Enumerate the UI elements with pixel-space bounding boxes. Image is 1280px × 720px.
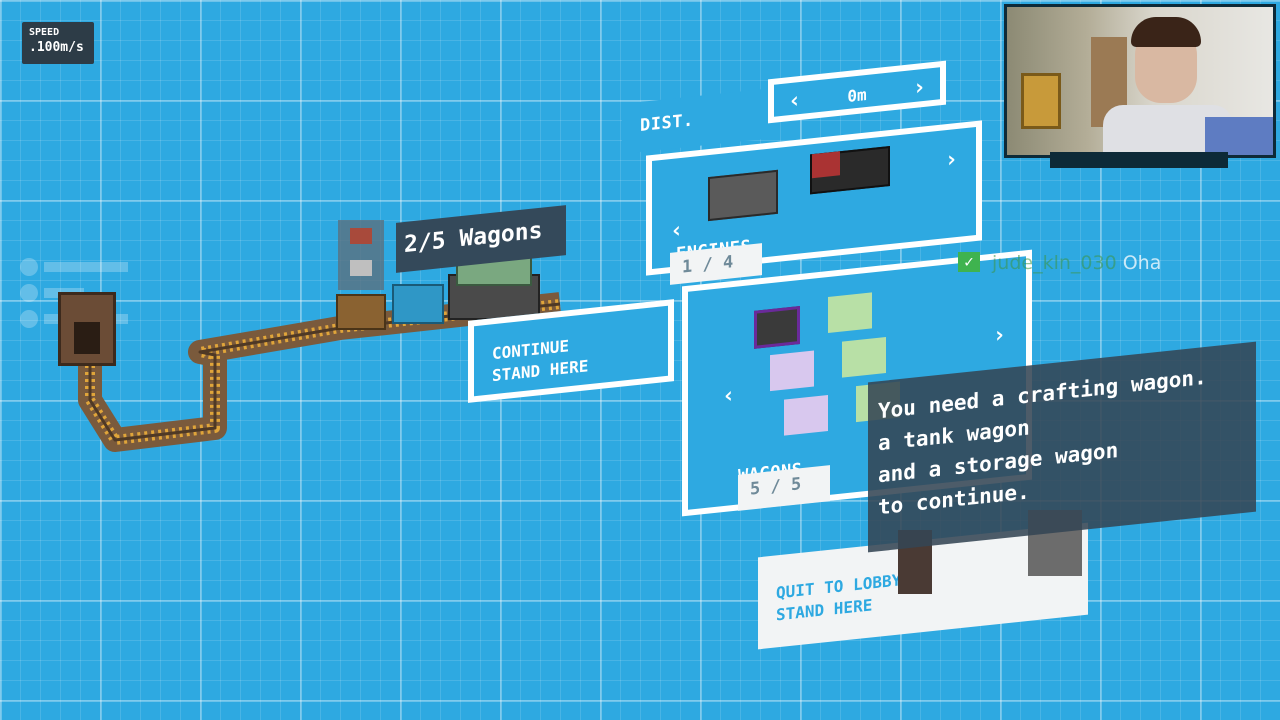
webcam-person-hair <box>1131 17 1201 47</box>
player-avatar <box>20 310 38 328</box>
wagon-model-lavender <box>770 350 814 392</box>
chevron-right-icon[interactable]: › <box>992 322 1006 349</box>
player-avatar <box>20 284 38 302</box>
wagon-blue <box>392 284 444 324</box>
wagon-count-text: 2/5 Wagons <box>404 217 543 259</box>
distance-label: DIST. <box>640 110 694 136</box>
wagon-model-green <box>842 336 886 378</box>
quit-label: QUIT TO LOBBY <box>776 570 902 603</box>
webcam-overlay <box>1004 4 1276 158</box>
stack-item-red <box>350 228 372 244</box>
player-avatar <box>20 258 38 276</box>
engines-count: 1 / 4 <box>682 252 734 278</box>
engine-cab-red <box>812 151 840 179</box>
wagon-model-lavender <box>784 395 828 436</box>
chat-username: jude_kln_030 <box>992 252 1117 274</box>
engine-model-grey <box>708 169 778 222</box>
speed-readout: SPEED .100m/s <box>22 22 94 64</box>
wagon-wood <box>336 294 386 330</box>
station-door <box>74 322 100 354</box>
speed-label: SPEED <box>29 27 60 38</box>
wagon-model-purple <box>754 305 800 349</box>
chevron-right-icon[interactable]: › <box>912 74 926 102</box>
player-name-bar <box>44 262 128 272</box>
chevron-right-icon[interactable]: › <box>944 146 958 174</box>
wagons-count: 5 / 5 <box>750 474 802 500</box>
chat-text: Oha <box>1122 252 1162 274</box>
checkmark-icon: ✓ <box>958 252 980 272</box>
chevron-left-icon[interactable]: ‹ <box>722 382 736 410</box>
chevron-left-icon[interactable]: ‹ <box>670 217 684 245</box>
wagon-model-green <box>828 292 872 334</box>
webcam-blanket <box>1205 117 1273 155</box>
stack-item-grey <box>350 260 372 276</box>
webcam-frame-base <box>1050 152 1228 168</box>
chat-message: jude_kln_030 Oha <box>992 252 1161 274</box>
webcam-mirror <box>1021 73 1061 129</box>
speed-value: .100m/s <box>29 40 84 55</box>
